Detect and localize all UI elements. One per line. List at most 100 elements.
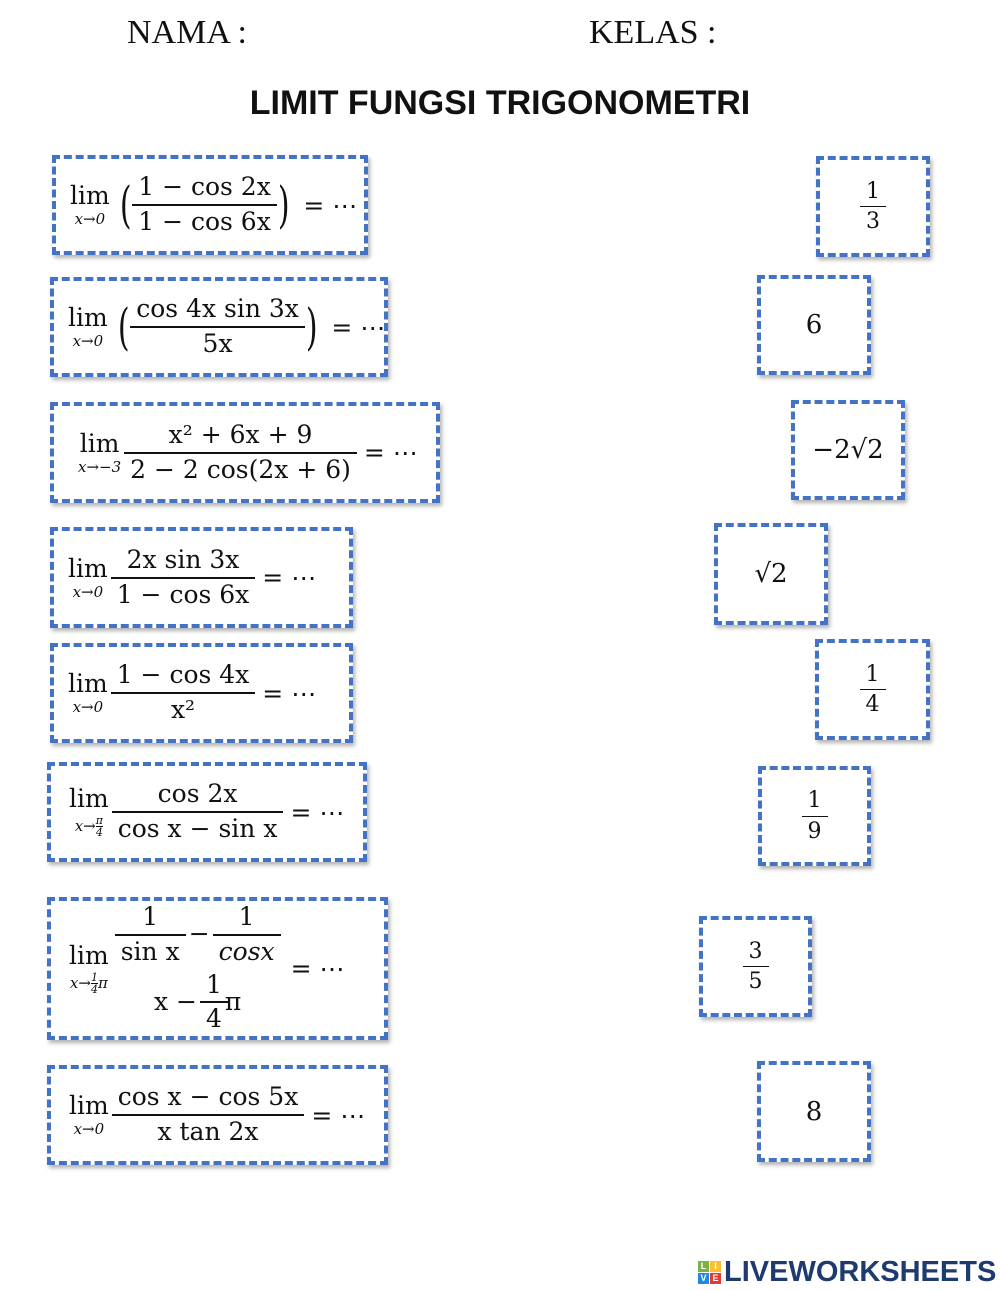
denominator: x tan 2x (111, 1114, 305, 1147)
lim-subscript: x→0 (72, 582, 104, 601)
right-paren: ) (305, 298, 318, 356)
logo-wordmark: LIVEWORKSHEETS (724, 1256, 997, 1288)
sub-arrow: x→ (69, 973, 91, 992)
den-denominator: 4 (199, 1001, 228, 1034)
sub-numerator: 1 (90, 970, 98, 984)
inner-denominator: cosx (212, 933, 281, 967)
answer-numerator: 3 (748, 938, 763, 964)
nama-label: NAMA : (127, 14, 247, 51)
den-text: x − (153, 986, 197, 1016)
denominator: 2 − 2 cos(2x + 6) (124, 451, 357, 485)
numerator: 2x sin 3x (126, 544, 240, 574)
sub-arrow: x→ (74, 817, 96, 835)
equals-dots: = ⋯ (290, 954, 345, 983)
kelas-label: KELAS : (589, 14, 717, 51)
right-paren: ) (277, 176, 290, 234)
answer-numerator: 1 (807, 788, 822, 814)
lim-subscript: x→0 (72, 332, 104, 350)
answer-card-4[interactable]: √2 (714, 523, 828, 625)
answer-numerator: 1 (865, 661, 880, 687)
lim-label: lim (69, 940, 109, 970)
den-numerator: 1 (205, 969, 222, 999)
numerator: 1 − cos 4x (116, 660, 250, 690)
numerator: cos 2x (157, 779, 238, 809)
lim-label: lim (69, 784, 109, 813)
live-tiles-icon: L I V E (698, 1261, 721, 1284)
logo-tile: V (698, 1273, 709, 1284)
minus-sign: − (188, 919, 210, 949)
logo-tile: E (710, 1273, 721, 1284)
inner-numerator: 1 (238, 902, 255, 931)
equals-dots: = ⋯ (363, 438, 418, 467)
sub-numerator: π (95, 814, 103, 827)
answer-card-8[interactable]: 8 (757, 1061, 871, 1162)
equals-dots: = ⋯ (262, 678, 317, 708)
equals-dots: = ⋯ (331, 312, 386, 342)
answer-card-2[interactable]: 6 (757, 275, 871, 375)
answer-denominator: 3 (860, 206, 886, 234)
lim-subscript: x→0 (72, 698, 104, 716)
logo-tile: L (698, 1261, 709, 1272)
lim-subscript: x→−3 (78, 457, 122, 476)
lim-label: lim (68, 553, 108, 583)
lim-label: lim (70, 181, 110, 210)
answer-denominator: 5 (742, 966, 769, 994)
numerator: x² + 6x + 9 (168, 419, 313, 449)
answer-value: √2 (754, 559, 788, 589)
denominator: 5x (130, 326, 305, 359)
inner-denominator: sin x (114, 933, 186, 967)
logo-tile: I (710, 1261, 721, 1272)
lim-label: lim (68, 669, 108, 698)
answer-value: 8 (805, 1096, 823, 1127)
sub-denominator: 4 (90, 982, 98, 996)
equals-dots: = ⋯ (311, 1100, 366, 1130)
lim-label: lim (79, 428, 120, 458)
sub-pi: π (97, 973, 108, 992)
left-paren: ( (119, 176, 132, 234)
denominator: x² (110, 692, 256, 725)
denominator: cos x − sin x (111, 811, 284, 844)
numerator: cos x − cos 5x (117, 1082, 299, 1112)
answer-value: −2√2 (812, 435, 884, 465)
answer-denominator: 4 (859, 689, 886, 717)
lim-subscript: x→0 (73, 1120, 105, 1138)
lim-label: lim (68, 303, 108, 332)
liveworksheets-logo: L I V E LIVEWORKSHEETS (698, 1256, 996, 1289)
equals-dots: = ⋯ (290, 797, 345, 827)
lim-subscript: x→0 (74, 210, 106, 228)
answer-card-3[interactable]: −2√2 (791, 400, 905, 500)
answer-value: 6 (805, 310, 823, 340)
numerator: cos 4x sin 3x (136, 294, 299, 324)
